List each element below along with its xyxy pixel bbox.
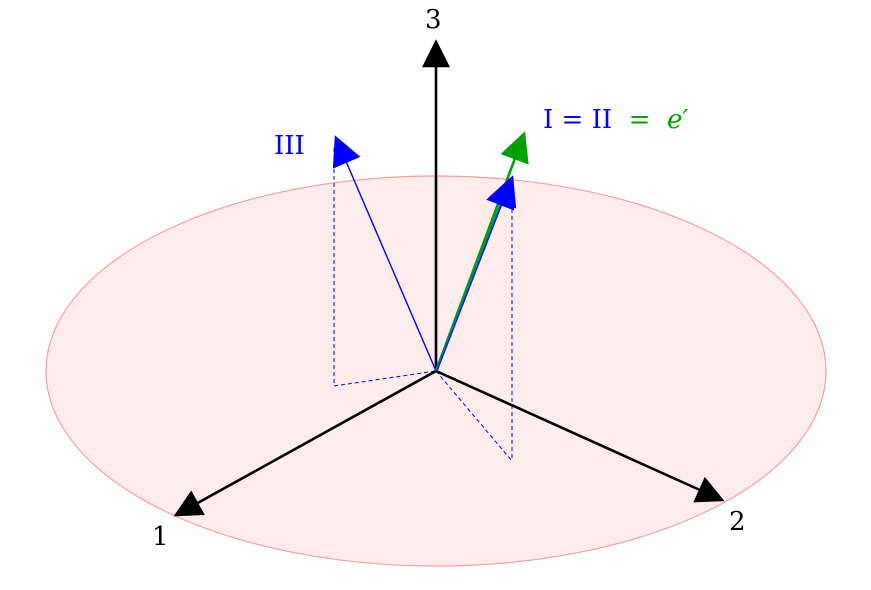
vector-ii xyxy=(435,177,515,372)
axis-2-label: 2 xyxy=(729,507,746,537)
vector-iii-label: III xyxy=(274,131,305,161)
label-equals: = xyxy=(620,105,658,135)
axis-2-line xyxy=(435,369,725,503)
vector-i xyxy=(436,175,517,372)
dashed-iii-base xyxy=(333,370,437,387)
axis-3-label: 3 xyxy=(425,5,442,35)
axes xyxy=(173,39,725,517)
projection-lines xyxy=(333,148,513,462)
label-e-prime: e′ xyxy=(667,105,688,135)
label-i-ii: I = II xyxy=(543,105,612,135)
vector-iii xyxy=(332,135,437,372)
dashed-i-base xyxy=(435,370,513,462)
axis-1-label: 1 xyxy=(152,522,169,552)
axis-1-line xyxy=(173,369,437,517)
vector-principal-label: I = II = e′ xyxy=(543,105,688,135)
